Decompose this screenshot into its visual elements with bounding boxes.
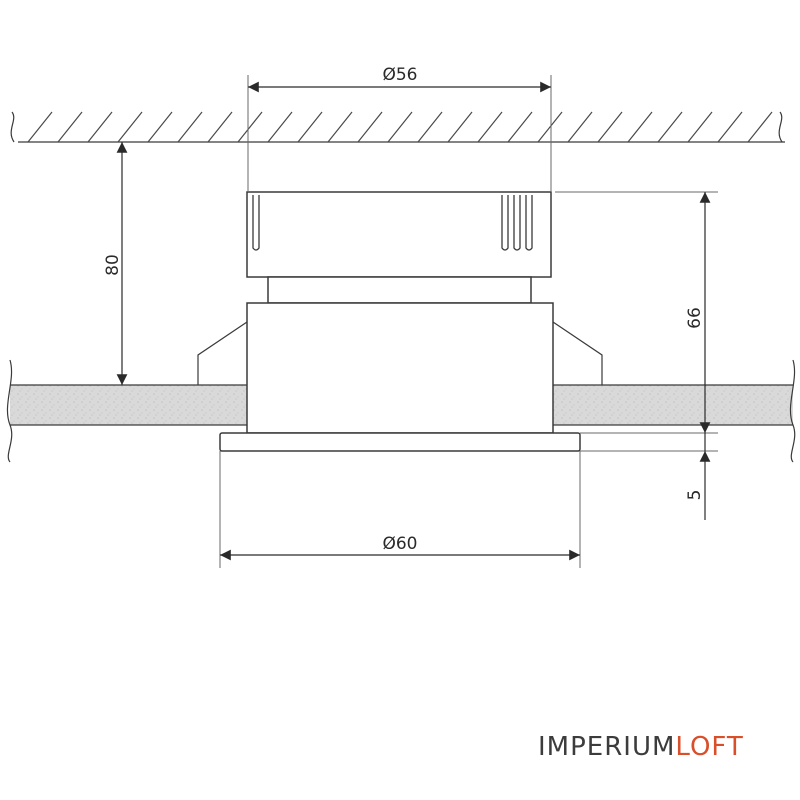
luminaire-body (197, 191, 603, 452)
dimension-lines (116, 81, 711, 561)
label-top-diameter: Ø56 (382, 65, 417, 85)
plasterboard-panel (6, 359, 796, 463)
brand-logo-part1: IMPERIUM (538, 732, 676, 762)
label-body-height: 66 (685, 307, 705, 329)
brand-logo-part2: LOFT (675, 732, 744, 762)
label-flange-height: 5 (685, 490, 705, 501)
label-depth: 80 (103, 254, 123, 276)
ceiling-slab (10, 111, 785, 143)
label-bottom-diameter: Ø60 (382, 534, 417, 554)
brand-logo: IMPERIUMLOFT (538, 732, 744, 762)
extension-lines (219, 75, 718, 568)
